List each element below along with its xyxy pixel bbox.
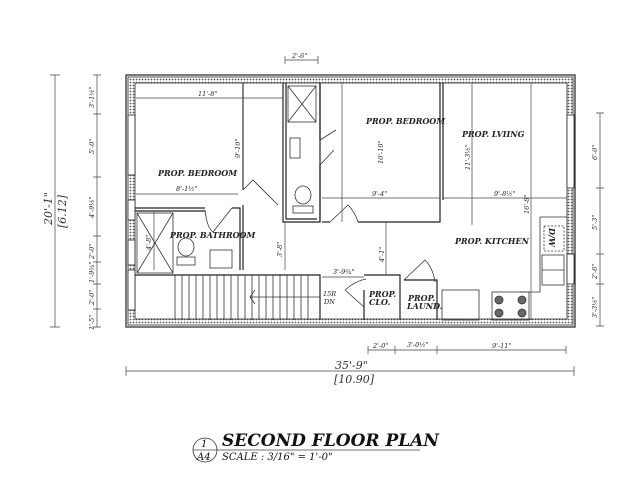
dim-left-3: 4'-9½" [88, 196, 96, 219]
dim-right-2: 5'-3" [591, 215, 599, 230]
stairs [174, 275, 320, 320]
sheet-number: A4 [196, 452, 211, 463]
dim-overall-height-metric: [6.12] [56, 194, 69, 228]
dim-right-4: 3'-3½" [591, 296, 599, 318]
dim-bottom-1: 2'-0" [372, 342, 388, 350]
dim-left-6: 2'-0" [88, 290, 96, 306]
dishwasher-label: D/W [547, 227, 557, 248]
exterior-dimension-lines [50, 56, 604, 376]
dim-bottom-3: 9'-11" [492, 342, 511, 350]
dim-bed-mid-width: 9'-4" [372, 190, 387, 198]
room-label-laundry: PROP. [407, 293, 435, 303]
dim-bed-mid-depth: 10'-10" [377, 140, 385, 164]
shower-icon [287, 85, 317, 123]
interior-dimension-lines [136, 83, 567, 320]
dim-closet-width: 3'-9¾" [333, 268, 355, 276]
dim-overall-width: 35'-9" [335, 359, 368, 372]
room-label-living: PROP. LVIING [461, 129, 525, 139]
room-label-bedroom-mid: PROP. BEDROOM [365, 116, 446, 126]
room-label-closet-2: CLO. [369, 297, 390, 307]
room-label-closet: PROP. [368, 289, 396, 299]
toilet-icon-bath [177, 237, 195, 257]
dim-left-2: 5'-0" [88, 139, 96, 154]
stair-label-2: DN [323, 298, 335, 306]
dim-bed-left-depth: 9'-10" [234, 139, 242, 158]
exterior-wall [125, 74, 576, 328]
dim-kitchen-depth: 16'-8" [523, 195, 531, 214]
stair-arrow-icon [249, 289, 320, 305]
dim-bed-left-width2: 8'-1½" [176, 185, 198, 193]
drawing-title: SECOND FLOOR PLAN [222, 431, 440, 451]
detail-number: 1 [201, 439, 207, 450]
dim-bed-left-width: 11'-8" [198, 90, 217, 98]
toilet-icon [294, 185, 312, 205]
dim-hall-mid: 4'-1" [378, 247, 386, 263]
dim-living-depth: 11'-3½" [464, 144, 472, 170]
room-label-bathroom: PROP. BATHROOM [169, 230, 257, 240]
stair-label: 15R [323, 290, 336, 298]
dim-right-3: 2'-6" [591, 264, 599, 280]
sink-icon [289, 137, 301, 159]
fixtures [136, 85, 567, 321]
doors [204, 129, 436, 308]
dim-overall-height: 20'-1" [42, 192, 55, 226]
dim-top: 2'-6" [291, 52, 307, 60]
dim-hall: 3'-8" [276, 242, 284, 257]
drawing-scale: SCALE : 3/16" = 1'-0" [222, 452, 333, 463]
title-block: 1 A4 SECOND FLOOR PLAN SCALE : 3/16" = 1… [192, 431, 440, 463]
dim-overall-width-metric: [10.90] [334, 373, 375, 386]
dim-left-7: 1'-5" [88, 315, 96, 330]
dim-right-1: 6'-0" [591, 145, 599, 160]
dim-left-5: 1'-9¾" [88, 261, 96, 283]
vanity-sink-icon [209, 249, 233, 269]
dim-bottom-2: 3'-0½" [407, 341, 429, 349]
stove-icon [491, 291, 530, 321]
dim-left-4: 2'-0" [88, 244, 96, 260]
room-label-kitchen: PROP. KITCHEN [454, 236, 530, 246]
shower-icon-bath [136, 212, 174, 274]
dim-living-width: 9'-8½" [494, 190, 516, 198]
dim-bath-shower: 4'-8" [145, 235, 153, 251]
dim-left-1: 3'-1½" [88, 86, 96, 108]
interior-walls [135, 83, 444, 320]
room-label-laundry-2: LAUND. [406, 301, 443, 311]
room-label-bedroom-left: PROP. BEDROOM [157, 168, 238, 178]
fridge-icon [441, 289, 480, 321]
